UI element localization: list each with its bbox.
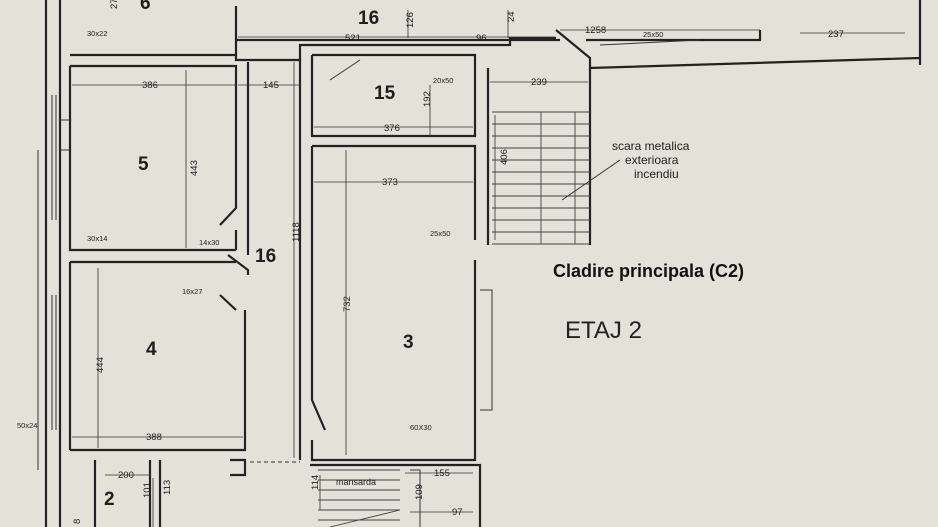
room-15-label: 15 [374,83,396,104]
dim-113: 113 [162,480,173,495]
room-2-label: 2 [104,489,115,510]
opening-50x24: 50x24 [17,421,37,430]
opening-30x22: 30x22 [87,29,107,38]
dimension-texts: 386 443 444 388 145 1118 521 126 24 96 1… [72,0,844,524]
opening-14x30: 14x30 [199,238,219,247]
dim-444: 444 [95,357,106,373]
building-title: Cladire principala (C2) [553,261,744,281]
room-4-label: 4 [146,339,157,360]
dim-1258: 1258 [585,25,606,36]
room-16-top-label: 16 [358,8,379,29]
dim-126: 126 [405,12,416,28]
dim-24: 24 [506,11,517,22]
opening-20x50: 20x50 [433,76,453,85]
stair-note-line-3: incendiu [634,167,679,181]
room-6-label: 6 [140,0,151,14]
dim-239: 239 [531,77,547,88]
dim-145: 145 [263,80,279,91]
room-3-label: 3 [403,332,414,353]
stair-note-line-2: exterioara [625,153,679,167]
dim-376: 376 [384,123,400,134]
dim-97: 97 [452,507,463,518]
dim-443: 443 [189,160,200,176]
dim-373: 373 [382,177,398,188]
opening-60x30: 60X30 [410,423,432,432]
dimension-lines [72,10,905,527]
stair-note-line-1: scara metalica [612,139,690,153]
annotations: scara metalica exterioara incendiu mansa… [336,139,744,487]
dim-96: 96 [476,33,487,44]
room-16-corridor-label: 16 [255,246,276,267]
dim-406: 406 [499,149,510,165]
dim-386: 386 [142,80,158,91]
opening-labels: 30x22 20x50 30x14 14x30 16x27 25x50 25x5… [17,29,663,432]
room-5-label: 5 [138,154,149,175]
dim-109: 109 [414,484,425,500]
dim-192: 192 [422,91,433,107]
dim-114: 114 [310,475,321,490]
dim-101: 101 [142,482,153,498]
opening-25x50-room3: 25x50 [430,229,450,238]
dim-1118: 1118 [291,222,302,242]
dim-237: 237 [828,29,844,40]
exterior-stair-hatch [492,111,621,245]
opening-16x27: 16x27 [182,287,202,296]
floor-title: ETAJ 2 [565,317,642,344]
dim-8: 8 [72,519,83,524]
opening-30x14: 30x14 [87,234,107,243]
dim-27: 27 [109,0,120,9]
dim-388: 388 [146,432,162,443]
dim-521: 521 [345,33,361,44]
mansarda-label: mansarda [336,477,376,487]
walls [37,0,922,527]
dim-732: 732 [342,296,353,312]
room-labels: 6 16 15 5 16 4 3 2 [104,0,414,510]
dim-155: 155 [434,468,450,479]
dim-200: 200 [118,470,134,481]
opening-25x50-top: 25x50 [643,30,663,39]
